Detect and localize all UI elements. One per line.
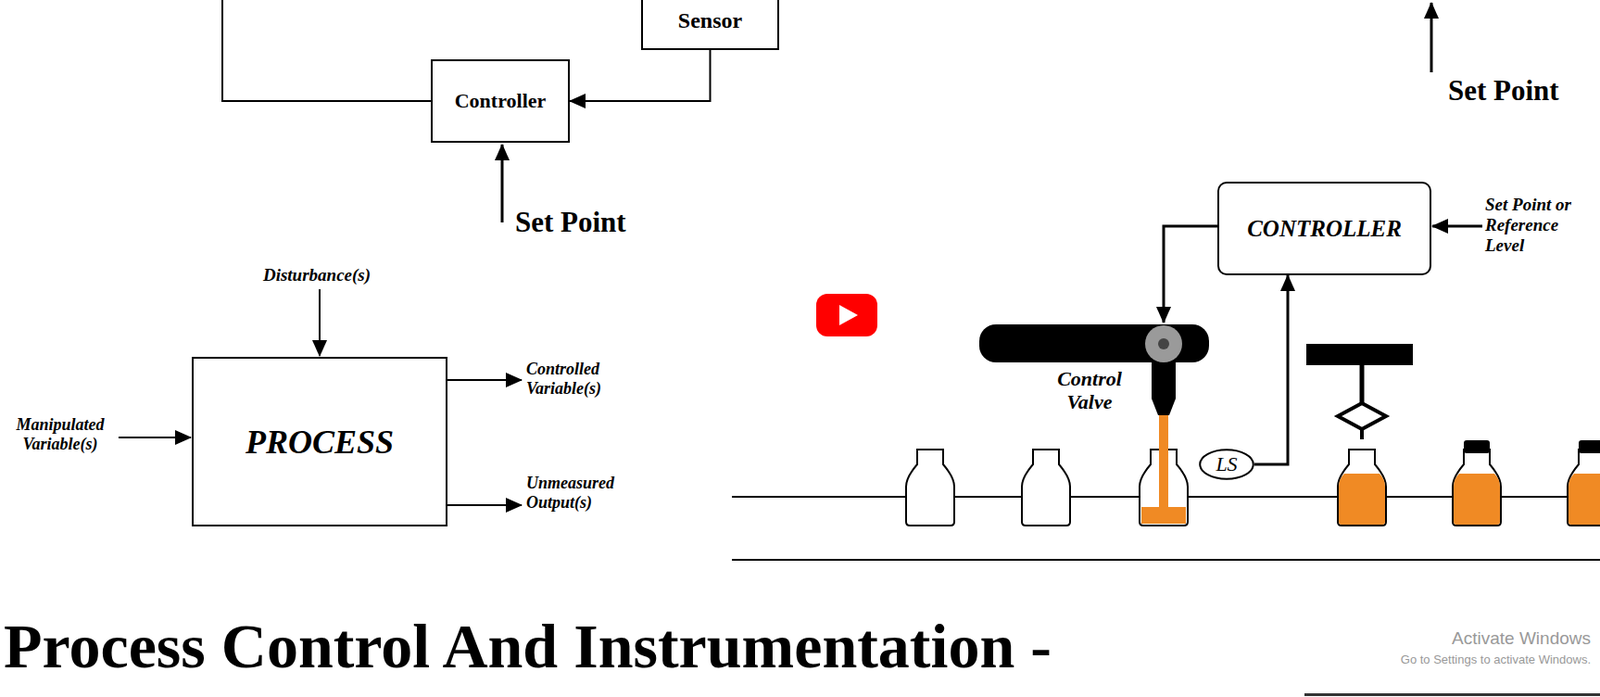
feedback-line [222, 0, 431, 101]
node-text: Sensor [678, 8, 743, 34]
input-arrow [118, 436, 191, 439]
filled-bottle [1337, 440, 1600, 526]
play-button [816, 293, 878, 337]
disturbance-arrow [318, 289, 321, 356]
empty-bottle [906, 449, 1071, 526]
signal-connector [569, 50, 711, 101]
reference-arrow [1432, 225, 1483, 228]
output-arrow [447, 503, 522, 506]
node-text: LS [1215, 452, 1237, 477]
node-text: PROCESS [245, 422, 394, 462]
output-label: Controlled Variable(s) [526, 359, 647, 398]
node-text: Controller [454, 88, 547, 114]
node-text: CONTROLLER [1247, 215, 1402, 242]
control-signal-line [1163, 226, 1218, 323]
controller-box: CONTROLLER [1217, 181, 1432, 276]
watermark: Go to Settings to activate Windows. [1349, 653, 1591, 668]
capper [1306, 343, 1413, 440]
set-point-arrow [1430, 2, 1434, 73]
reference-label: Set Point or Reference Level [1485, 194, 1597, 256]
video-title: Process Control And Instrumentation - [3, 611, 1052, 681]
controller-box: Controller [430, 59, 570, 143]
input-label: Manipulated Variable(s) [3, 415, 117, 454]
watermark: Activate Windows [1405, 628, 1591, 649]
valve-label: Control Valve [1039, 366, 1140, 415]
progress-bar [1304, 692, 1600, 696]
sensor-box: Sensor [641, 0, 780, 51]
set-point-arrow [501, 144, 504, 223]
disturbance-label: Disturbance(s) [224, 264, 410, 286]
output-arrow [447, 378, 522, 381]
set-point-label: Set Point [515, 205, 673, 240]
set-point-label: Set Point [1448, 74, 1595, 108]
level-sensor: LS [1198, 448, 1255, 480]
output-label: Unmeasured Output(s) [526, 473, 647, 512]
signal-connector [1254, 275, 1288, 465]
control-valve [979, 324, 1210, 519]
process-box: PROCESS [191, 356, 448, 527]
